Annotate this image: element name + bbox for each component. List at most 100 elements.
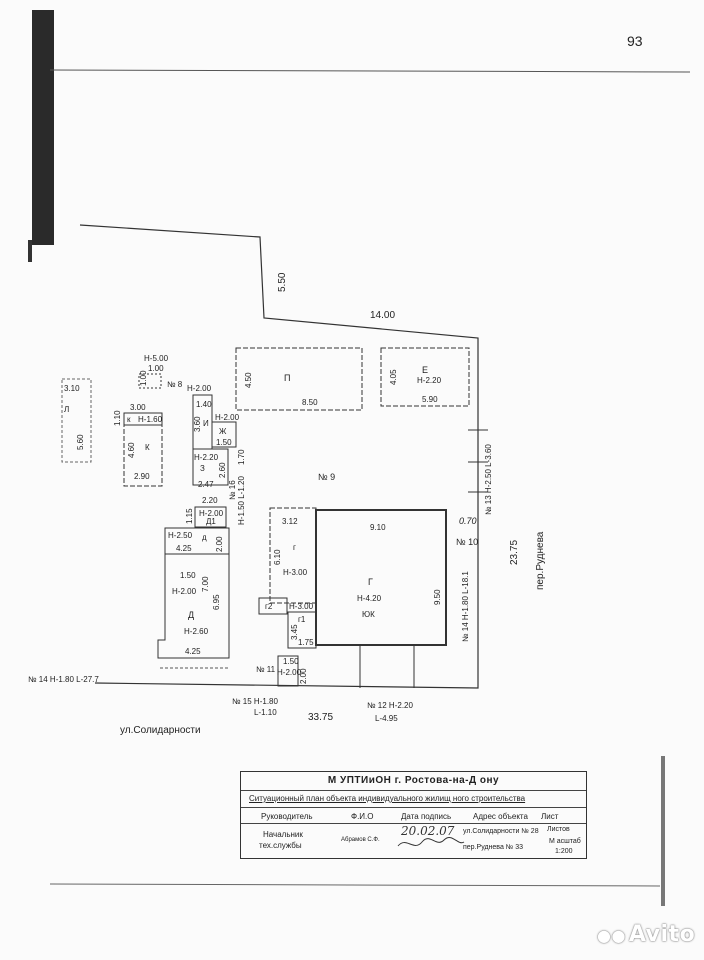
dim-G-1: 9.10 [370,523,386,532]
date-value: 20.02.07 [401,824,455,838]
label-P: П [284,373,290,383]
point-15: № 15 Н-1.80 [232,697,278,706]
address-1: ул.Солидарности № 28 [463,828,539,835]
building-P [235,347,363,411]
title-block-subtitle: Ситуационный план объекта индивидуальног… [249,794,526,803]
label-g: г [293,543,296,552]
divider [241,823,586,824]
dim-g-1: 3.12 [282,517,298,526]
label-D: Д [188,610,194,620]
label-k: к [127,415,131,424]
building-g2 [258,597,288,615]
dim-D1: 1.15 [185,508,194,524]
point-14-right: № 14 Н-1.80 L-18.1 [461,571,470,642]
signature [397,837,465,847]
label-g2: г2 [265,602,273,611]
dim-k-2: 1.10 [113,410,122,426]
label-8: № 8 [167,380,183,389]
dim-D-1: 7.00 [201,576,210,592]
header-sheet: Лист [541,812,559,821]
height-D1: Н-2.00 [199,509,224,518]
handwritten-note: 0.70 [459,516,477,526]
scan-edge-mark [661,756,665,906]
scale-value: 1:200 [555,848,573,855]
title-block-title: М УПТИиОН г. Ростова-на-Д ону [327,775,500,786]
dim-I-2: 3.60 [193,416,202,432]
dim-d-1: 4.25 [176,544,192,553]
label-Z: З [200,464,205,473]
height-D-2: Н-2.60 [184,627,209,636]
dim-P-2: 8.50 [302,398,318,407]
height-8: Н-5.00 [144,354,169,363]
role-value-2: тех.службы [259,841,302,850]
point-15-l: L-1.10 [254,708,277,717]
frame-bottom-line [49,883,661,887]
dim-G-2: 9.50 [433,589,442,605]
dim-Zh-2: 1.70 [237,449,246,465]
dim-11-1: 1.50 [283,657,299,666]
dim-k-1: 3.00 [130,403,146,412]
point-11-box [277,655,299,687]
point-9: № 9 [318,472,335,482]
dim-8-1: 1.00 [148,364,164,373]
dim-8-2: 1.00 [139,370,148,386]
dim-right: 23.75 [509,540,520,565]
dim-K-1: 4.60 [127,442,136,458]
height-g: Н-3.00 [283,568,308,577]
dim-11-2: 2.00 [299,668,308,684]
point-14-left: № 14 Н-1.80 L-27.7 [28,675,99,684]
building-d [164,527,230,555]
title-block: М УПТИиОН г. Ростова-на-Д ону Ситуационн… [240,771,587,859]
label-Zh: Ж [219,427,227,436]
label-G: Г [368,577,373,587]
avito-watermark: ●●Avito [597,922,696,947]
sheet-number: 93 [627,33,643,49]
street-bottom: ул.Солидарности [120,725,201,736]
height-g2: Н-3.00 [289,602,314,611]
label-d: д [202,533,207,542]
address-2: пер.Руднева № 33 [463,844,524,851]
building-g [269,507,317,604]
point-10: № 10 [456,537,478,547]
dim-D-2: 6.95 [212,594,221,610]
label-E: Е [422,365,428,375]
dim-Zh-1: 1.50 [216,438,232,447]
sub-G: ЮК [362,610,375,619]
scale-label: М асштаб [549,838,581,845]
scan-shadow-mark [28,240,32,262]
height-11: Н-2.00 [277,668,302,677]
lot-boundary [79,224,479,689]
header-address: Адрес объекта [473,812,528,821]
dim-D-3: 4.25 [185,647,201,656]
dim-E-1: 4.05 [389,369,398,385]
point-16-h: Н-1.50 L-1.20 [237,476,246,525]
dim-E-2: 5.90 [422,395,438,404]
height-G: Н-4.20 [357,594,382,603]
role-value-1: Начальник [263,830,303,839]
height-Z: Н-2.20 [194,453,219,462]
dim-g1-1: 3.45 [290,624,299,640]
building-k [123,412,163,426]
street-right: пер.Руднева [535,531,546,590]
building-Zh [211,421,237,448]
building-L [61,378,92,463]
header-date: Дата подпись [401,812,452,821]
dim-d-2: 2.00 [215,536,224,552]
header-role: Руководитель [261,812,313,821]
building-D1 [194,506,227,528]
dim-Z-2: 2.47 [198,480,214,489]
label-I: И [203,419,209,428]
point-12: № 12 Н-2.20 [367,701,413,710]
dim-D-0: 1.50 [180,571,196,580]
dim-bottom: 33.75 [308,712,333,723]
label-L: Л [64,405,69,414]
sheets-label: Листов [547,826,570,833]
dim-P-1: 4.50 [244,372,253,388]
label-K: К [145,443,150,452]
name-value: Абрамов С.Ф. [341,837,380,843]
height-I: Н-2.00 [187,384,212,393]
point-13: № 13 Н-2.50 L-3.60 [484,444,493,515]
label-g1: г1 [298,615,306,624]
label-11: № 11 [256,665,276,674]
